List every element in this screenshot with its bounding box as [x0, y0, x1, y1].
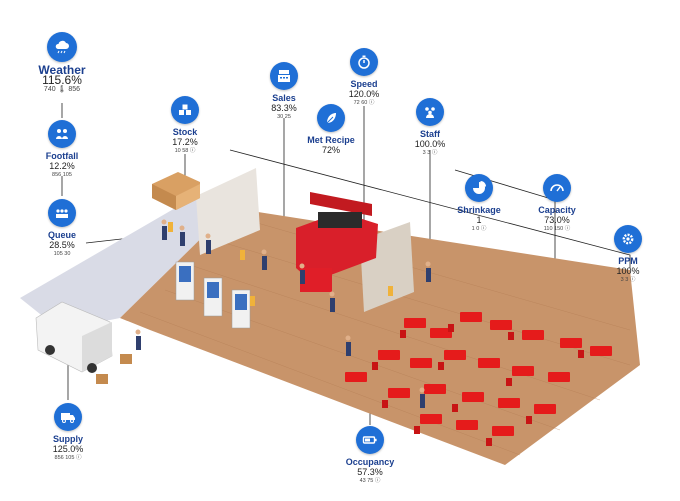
kpi-sub: 3 3 ⓘ	[620, 277, 636, 283]
boxes-icon	[171, 96, 199, 124]
service-counter	[296, 212, 378, 282]
kpi-label: Shrinkage	[457, 205, 501, 215]
stock-boxes	[152, 172, 200, 210]
kpi-label: Staff	[420, 129, 440, 139]
cloud-rain-icon	[47, 32, 77, 62]
kpi-label: Speed	[350, 79, 378, 89]
kpi-sub: 3 3 ⓘ	[422, 150, 438, 156]
dining-area	[345, 312, 612, 436]
kpi-staff[interactable]: Staff 100.0% 3 3 ⓘ	[385, 98, 475, 157]
kpi-footfall[interactable]: Footfall 12.2% 856 105	[17, 120, 107, 179]
kpi-label: Capacity	[538, 205, 576, 215]
kpi-value: 83.3%	[271, 103, 297, 113]
kpi-value: 73.0%	[544, 215, 570, 225]
staff-icon	[416, 98, 444, 126]
kpi-weather[interactable]: Weather 115.6% 740 🌡 856	[17, 32, 107, 93]
kpi-label: Queue	[47, 230, 76, 240]
truck-icon	[54, 403, 82, 431]
kpi-label: Occupancy	[345, 457, 395, 467]
kpi-sub: 110 150 ⓘ	[543, 226, 571, 232]
kpi-value: 100.0%	[414, 139, 446, 149]
kpi-sales[interactable]: Sales 83.3% 30 25	[239, 62, 329, 121]
kpi-sub: 856 105	[52, 172, 72, 178]
kpi-sub: 43 75 ⓘ	[359, 478, 381, 484]
kpi-label: Weather	[38, 63, 86, 77]
kpi-label: Footfall	[45, 151, 79, 161]
kpi-supply[interactable]: Supply 125.0% 856 105 ⓘ	[23, 403, 113, 462]
gauge-icon	[543, 174, 571, 202]
kpi-speed[interactable]: Speed 120.0% 72 60 ⓘ	[319, 48, 409, 107]
queue-icon	[48, 199, 76, 227]
kpi-value: 120.0%	[348, 89, 380, 99]
kpi-stock[interactable]: Stock 17.2% 10 58 ⓘ	[140, 96, 230, 155]
kpi-queue[interactable]: Queue 28.5% 105 30	[17, 199, 107, 258]
pie-icon	[465, 174, 493, 202]
kpi-label: Sales	[272, 93, 296, 103]
kpi-sub: 1 0 ⓘ	[471, 226, 487, 232]
kpi-value: 28.5%	[49, 240, 75, 250]
kpi-sub: 740 🌡 856	[43, 86, 81, 93]
battery-icon	[356, 426, 384, 454]
kpi-value: 17.2%	[172, 137, 198, 147]
entrance-wall	[196, 168, 260, 255]
gear-icon	[614, 225, 642, 253]
kpi-label: PPM	[618, 256, 638, 266]
kpi-sub: 856 105 ⓘ	[54, 455, 82, 461]
stopwatch-icon	[350, 48, 378, 76]
people-icon	[48, 120, 76, 148]
kpi-capacity[interactable]: Capacity 73.0% 110 150 ⓘ	[512, 174, 602, 233]
kpi-sub: 10 58 ⓘ	[174, 148, 196, 154]
kpi-shrinkage[interactable]: Shrinkage 1 1 0 ⓘ	[434, 174, 524, 233]
kpi-sub: 72 60 ⓘ	[353, 100, 375, 106]
kpi-met-recipe[interactable]: Met Recipe 72%	[286, 104, 376, 156]
delivery-van	[35, 301, 132, 384]
people	[135, 219, 431, 408]
kpi-occupancy[interactable]: Occupancy 57.3% 43 75 ⓘ	[325, 426, 415, 485]
kpi-value: 100%	[616, 266, 640, 276]
kpi-label: Supply	[52, 434, 83, 444]
kpi-sub: 30 25	[277, 114, 291, 120]
kpi-ppm[interactable]: PPM 100% 3 3 ⓘ	[583, 225, 673, 284]
kpi-value: 115.6%	[42, 73, 82, 87]
menu-board	[310, 192, 372, 216]
kpi-value: 125.0%	[52, 444, 84, 454]
kpi-value: 57.3%	[357, 467, 383, 477]
kpi-value: 12.2%	[49, 161, 75, 171]
kpi-value: 72%	[321, 145, 340, 155]
kpi-sub: 105 30	[53, 251, 71, 257]
kpi-label: Met Recipe	[307, 135, 355, 145]
kpi-value: 1	[476, 215, 482, 225]
sidewalk	[20, 196, 232, 330]
cash-register-icon	[270, 62, 298, 90]
kpi-label: Stock	[172, 127, 198, 137]
leaf-icon	[317, 104, 345, 132]
